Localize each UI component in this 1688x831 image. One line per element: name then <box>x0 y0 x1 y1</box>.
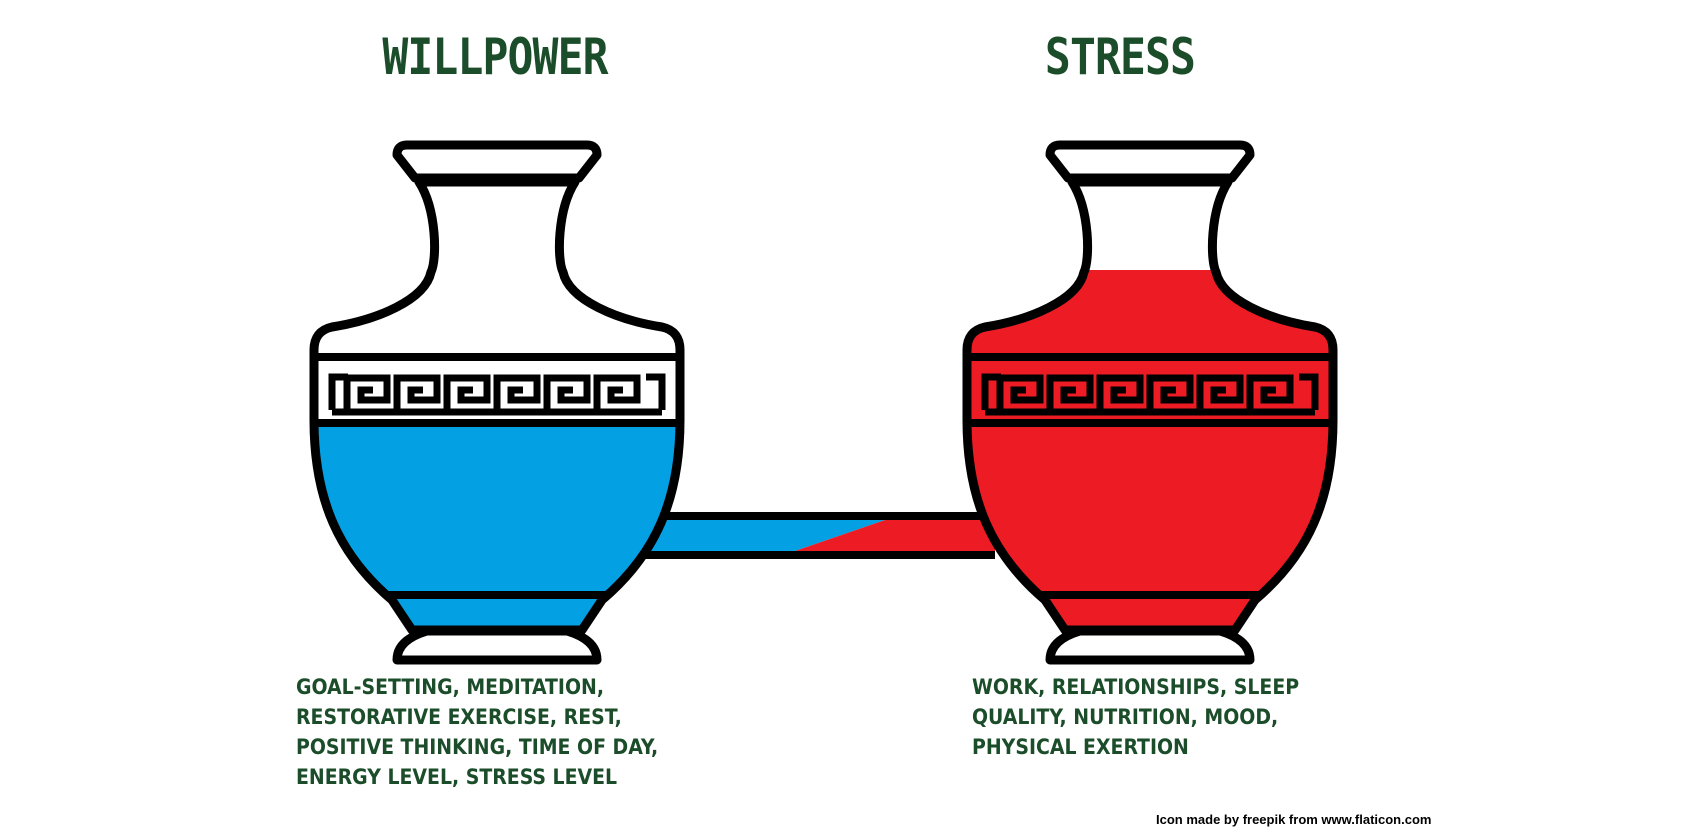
vase-liquid-fill <box>967 270 1333 630</box>
greek-key-pattern <box>328 373 666 416</box>
stress-title: STRESS <box>1044 28 1196 86</box>
willpower-title: WILLPOWER <box>382 28 608 86</box>
vase-foot <box>1045 626 1255 665</box>
vase-rim <box>1045 140 1255 183</box>
pipe-stress-fill <box>795 520 995 551</box>
stress-vase-icon <box>962 140 1338 665</box>
vase-rim <box>392 140 602 183</box>
pipe-willpower-fill <box>640 520 885 551</box>
stress-factors: WORK, RELATIONSHIPS, SLEEP QUALITY, NUTR… <box>972 675 1300 759</box>
vase-foot <box>392 626 602 665</box>
willpower-vase-icon <box>309 140 685 665</box>
greek-key-pattern <box>981 373 1319 416</box>
icon-credit: Icon made by freepik from www.flaticon.c… <box>1156 812 1432 827</box>
willpower-factors: GOAL-SETTING, MEDITATION, RESTORATIVE EX… <box>296 675 659 789</box>
pipe-icon <box>640 512 995 559</box>
